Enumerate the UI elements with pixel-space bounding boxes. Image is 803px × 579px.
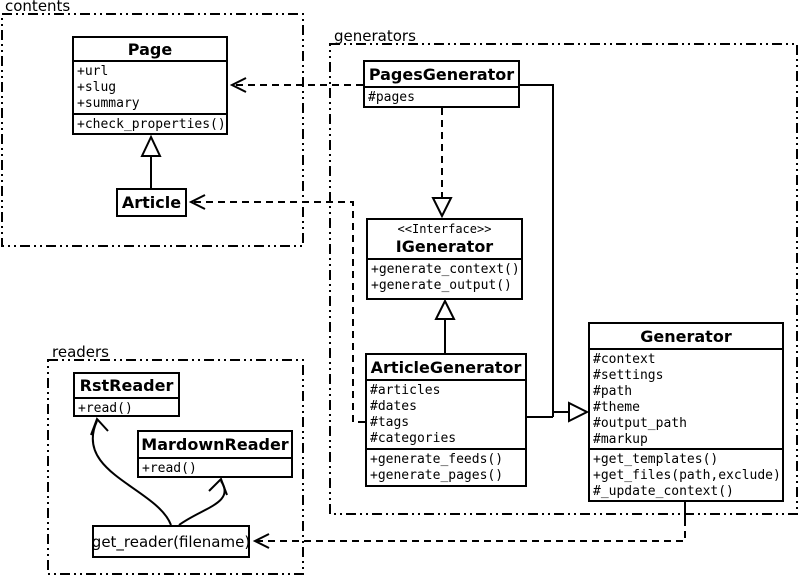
class-attribute: #dates <box>370 399 417 414</box>
generalization-articlegenerator-to-igenerator <box>434 298 456 353</box>
class-attribute: #categories <box>370 431 457 446</box>
class-method: +read() <box>142 461 197 476</box>
hollow-triangle-arrowhead <box>568 401 590 423</box>
method-section: +check_properties() <box>74 115 226 133</box>
class-attribute: #context <box>593 352 656 367</box>
open-arrowhead <box>252 533 270 549</box>
class-attribute: +summary <box>77 96 140 111</box>
class-igenerator: <<Interface>> IGenerator +generate_conte… <box>366 218 523 300</box>
class-method: +read() <box>78 401 133 416</box>
arrow-getreader-to-rstreader <box>90 417 172 526</box>
attribute-section: #pages <box>365 88 518 106</box>
dependency-articlegenerator-to-article <box>188 194 365 423</box>
hollow-triangle-arrowhead <box>431 197 453 219</box>
class-attribute: #output_path <box>593 416 687 431</box>
class-attribute: #pages <box>368 90 415 105</box>
class-method: +generate_output() <box>371 278 512 293</box>
method-section: +read() <box>75 399 178 416</box>
package-label-contents: contents <box>5 0 71 15</box>
class-name: Generator <box>590 324 782 350</box>
class-rstreader: RstReader +read() <box>73 372 180 417</box>
arrow-getreader-to-mardownreader <box>178 477 228 526</box>
class-method: +check_properties() <box>77 117 226 132</box>
class-method: +generate_feeds() <box>370 452 504 467</box>
class-method: +generate_pages() <box>370 468 504 483</box>
hollow-triangle-arrowhead <box>140 134 162 157</box>
class-name-text: IGenerator <box>395 237 494 256</box>
package-border-contents <box>1 13 304 247</box>
package-label-generators: generators <box>334 27 416 45</box>
class-attribute: #settings <box>593 368 664 383</box>
class-attribute: +slug <box>77 80 117 95</box>
open-arrowhead <box>90 417 109 436</box>
package-label-readers: readers <box>52 343 109 361</box>
package-border-generators <box>329 43 798 515</box>
class-pagesgenerator: PagesGenerator #pages <box>363 60 520 108</box>
class-attribute: #markup <box>593 432 648 447</box>
function-box-get-reader: get_reader(filename) <box>92 525 250 558</box>
hollow-triangle-arrowhead <box>434 298 456 320</box>
class-generator: Generator #context#settings#path#theme#o… <box>588 322 784 502</box>
class-attribute: #tags <box>370 415 410 430</box>
attribute-section: #context#settings#path#theme#output_path… <box>590 350 782 450</box>
class-name: Article <box>121 193 182 212</box>
generalization-generators-to-generator <box>520 84 590 423</box>
class-method: #_update_context() <box>593 484 734 499</box>
class-attribute: #theme <box>593 400 640 415</box>
attribute-section: #articles#dates#tags#categories <box>367 381 525 450</box>
method-section: +generate_feeds()+generate_pages() <box>367 450 525 485</box>
class-article: Article <box>116 188 187 217</box>
class-name: ArticleGenerator <box>367 355 525 381</box>
method-section: +read() <box>139 459 291 476</box>
class-mardownreader: MardownReader +read() <box>137 430 293 478</box>
class-name: RstReader <box>75 374 178 399</box>
method-section: +generate_context()+generate_output() <box>368 260 521 298</box>
open-arrowhead <box>208 477 228 496</box>
attribute-section: +url+slug+summary <box>74 62 226 115</box>
class-page: Page +url+slug+summary +check_properties… <box>72 36 228 135</box>
dependency-pagesgenerator-to-page <box>229 77 363 93</box>
open-arrowhead <box>229 77 247 93</box>
class-articlegenerator: ArticleGenerator #articles#dates#tags#ca… <box>365 353 527 487</box>
open-arrowhead <box>188 194 206 210</box>
class-attribute: #path <box>593 384 633 399</box>
class-name: MardownReader <box>139 432 291 459</box>
function-label: get_reader(filename) <box>91 532 251 551</box>
class-name: <<Interface>> IGenerator <box>368 220 521 260</box>
interface-stereotype: <<Interface>> <box>397 222 492 236</box>
method-section: +get_templates()+get_files(path,exclude)… <box>590 450 782 500</box>
class-attribute: #articles <box>370 383 441 398</box>
realization-pagesgenerator-to-igenerator <box>431 108 453 219</box>
dependency-generator-to-getreader <box>252 502 686 549</box>
class-method: +get_files(path,exclude) <box>593 468 781 483</box>
generalization-article-to-page <box>140 134 162 188</box>
class-attribute: +url <box>77 64 109 79</box>
class-method: +get_templates() <box>593 452 719 467</box>
class-name: Page <box>74 38 226 62</box>
class-method: +generate_context() <box>371 262 520 277</box>
class-name: PagesGenerator <box>365 62 518 88</box>
